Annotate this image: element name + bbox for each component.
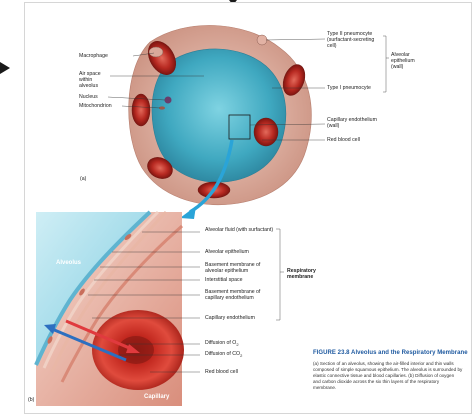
figure-caption-body: (a) Section of an alveolus, showing the … [313,361,463,391]
label-alveolar-fluid: Alveolar fluid (with surfactant) [205,227,275,233]
label-macrophage: Macrophage [79,53,108,59]
type2-pneumocyte [257,35,267,45]
label-air-space: Air space within alveolus [79,71,111,89]
label-capillary: Capillary [144,394,169,400]
panel-b-illustration [36,212,184,406]
figure-caption-title: FIGURE 23.8 Alveolus and the Respiratory… [313,350,468,356]
label-nucleus: Nucleus [79,94,98,100]
label-basement-alveolar: Basement membrane of alveolar epithelium [205,262,277,274]
label-respiratory-membrane: Respiratory membrane [287,268,327,280]
label-basement-capillary: Basement membrane of capillary endotheli… [205,289,277,301]
label-capillary-endothelium: Capillary endothelium [205,315,255,321]
label-diffusion-co2: Diffusion of CO2 [205,351,242,359]
panel-a-tag: (a) [80,176,86,182]
label-mitochondrion: Mitochondrion [79,103,112,109]
nucleus [165,97,172,104]
label-type1-pneumocyte: Type I pneumocyte [327,85,371,91]
label-interstitial-space: Interstitial space [205,277,242,283]
label-type2-pneumocyte: Type II pneumocyte (surfactant-secreting… [327,31,377,49]
label-alveolar-epithelium: Alveolar epithelium [205,249,249,255]
zoom-arrow-head [180,206,196,219]
label-capillary-endothelium-wall: Capillary endothelium (wall) [327,117,389,129]
panel-b-tag: (b) [28,397,34,403]
macrophage-cell [149,47,163,57]
label-alveolus: Alveolus [56,260,81,266]
label-red-blood-cell-b: Red blood cell [205,369,238,375]
capillary-bottom-right [254,118,278,146]
label-red-blood-cell-a: Red blood cell [327,137,360,143]
label-alveolar-epithelium-wall: Alveolar epithelium (wall) [391,52,425,70]
label-diffusion-o2: Diffusion of O2 [205,340,239,348]
